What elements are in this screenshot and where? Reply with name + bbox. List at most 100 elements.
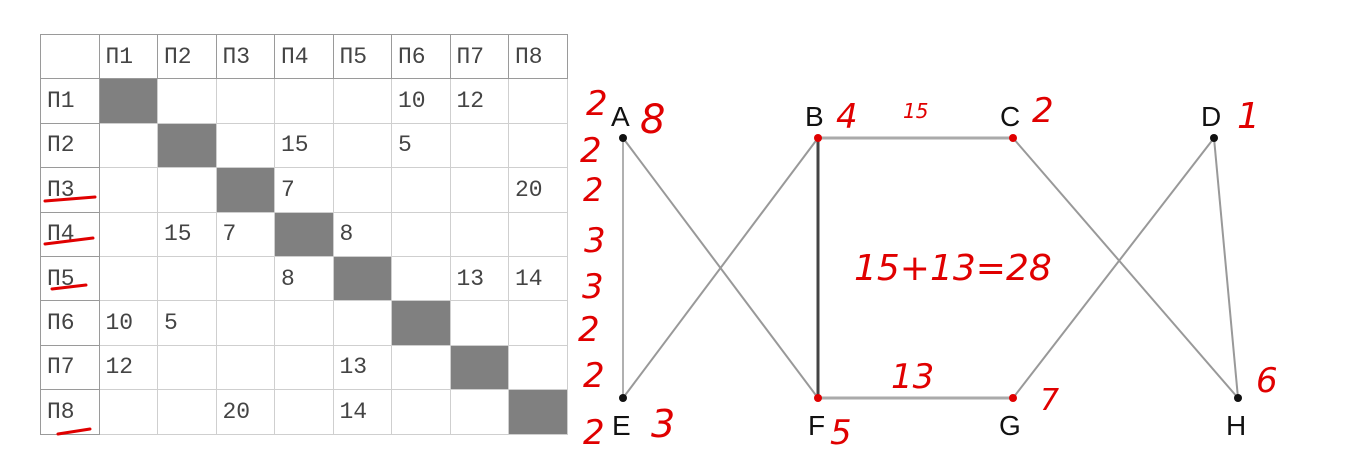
- diagonal-cell: [508, 389, 568, 435]
- distance-cell: [449, 167, 509, 213]
- node-c-label: C: [1000, 101, 1020, 132]
- row-header: П7: [40, 344, 100, 391]
- distance-cell: 13: [449, 255, 509, 302]
- row-annotation-5: 3: [582, 267, 604, 307]
- node-b-dot: [814, 134, 822, 142]
- distance-cell: [98, 211, 158, 257]
- distance-cell: [449, 389, 509, 435]
- edge-label-b-c: 15: [903, 99, 928, 123]
- column-header: П7: [449, 33, 509, 80]
- edge-label-f-g: 13: [891, 357, 934, 397]
- distance-cell: [274, 389, 334, 435]
- node-c-dot: [1009, 134, 1017, 142]
- strike-row-4: [43, 236, 95, 246]
- distance-cell: [98, 122, 158, 169]
- edge-e-b: [622, 137, 819, 399]
- diagonal-cell: [332, 255, 392, 302]
- diagonal-cell: [449, 344, 509, 391]
- row-header: П5: [40, 255, 100, 302]
- edge-g-d: [1012, 137, 1215, 399]
- distance-cell: 15: [157, 211, 217, 257]
- column-header: П8: [508, 33, 568, 80]
- distance-cell: [449, 211, 509, 257]
- distance-cell: [215, 255, 275, 302]
- table-row: П8 20 14: [40, 389, 568, 435]
- distance-cell: [508, 211, 568, 257]
- row-annotation-2: 2: [580, 131, 602, 171]
- distance-cell: 8: [274, 255, 334, 302]
- node-e-annotation: 3: [651, 402, 675, 446]
- edge-c-h: [1012, 137, 1239, 399]
- column-header: П6: [391, 33, 451, 80]
- distance-cell: 20: [508, 167, 568, 213]
- center-note: 15+13=28: [854, 248, 1052, 289]
- row-annotations: 2 2 2 3 3 2 2 2: [578, 84, 608, 453]
- node-g-label: G: [999, 410, 1021, 441]
- distance-cell: [508, 122, 568, 169]
- distance-cell: [449, 122, 509, 169]
- row-annotation-4: 3: [584, 221, 606, 261]
- distance-cell: [508, 300, 568, 346]
- graph-edges: [622, 136, 1239, 400]
- distance-cell: [391, 389, 451, 435]
- distance-cell: [215, 122, 275, 169]
- node-d-label: D: [1201, 101, 1221, 132]
- row-header: П8: [40, 389, 100, 435]
- distance-cell: [508, 344, 568, 391]
- diagonal-cell: [215, 167, 275, 213]
- distance-cell: [332, 78, 392, 124]
- distance-cell: 7: [215, 211, 275, 257]
- distance-cell: 8: [332, 211, 392, 257]
- distance-cell: 5: [157, 300, 217, 346]
- distance-cell: [157, 78, 217, 124]
- distance-cell: [332, 167, 392, 213]
- strike-marks: [43, 195, 97, 436]
- row-annotation-7: 2: [583, 356, 605, 396]
- node-a-label: A: [611, 101, 630, 132]
- node-h-label: H: [1226, 410, 1246, 441]
- node-annotations: 8 4 2 1 3 5 7 6: [640, 91, 1278, 453]
- strike-row-8: [56, 427, 92, 436]
- node-b-annotation: 4: [836, 97, 858, 137]
- diagonal-cell: [98, 78, 158, 124]
- node-f-annotation: 5: [830, 413, 852, 453]
- table-corner-cell: [40, 33, 100, 80]
- strike-row-3: [43, 195, 97, 203]
- node-a-dot: [619, 134, 627, 142]
- row-header: П2: [40, 122, 100, 169]
- distance-cell: 20: [215, 389, 275, 435]
- node-g-annotation: 7: [1040, 383, 1059, 418]
- node-f-dot: [814, 394, 822, 402]
- node-h-dot: [1234, 394, 1242, 402]
- node-e-dot: [619, 394, 627, 402]
- node-d-annotation: 1: [1237, 96, 1260, 137]
- edge-d-h: [1213, 137, 1239, 399]
- row-annotation-6: 2: [578, 310, 600, 350]
- node-d-dot: [1210, 134, 1218, 142]
- distance-cell: 12: [98, 344, 158, 391]
- node-c-annotation: 2: [1032, 91, 1054, 131]
- row-header: П1: [40, 78, 100, 124]
- column-header: П5: [332, 33, 392, 80]
- column-header: П4: [274, 33, 334, 80]
- distance-cell: [98, 167, 158, 213]
- distance-cell: [391, 255, 451, 302]
- distance-cell: [391, 211, 451, 257]
- distance-cell: [332, 122, 392, 169]
- graph-node-labels: A B C D E F G H: [611, 101, 1246, 441]
- node-f-label: F: [808, 410, 825, 441]
- node-g-dot: [1009, 394, 1017, 402]
- node-a-annotation: 8: [640, 97, 665, 143]
- node-b-label: B: [805, 101, 824, 132]
- distance-cell: [157, 167, 217, 213]
- column-header: П3: [215, 33, 275, 80]
- row-annotation-8: 2: [583, 413, 605, 453]
- distance-cell: [508, 78, 568, 124]
- distance-cell: 14: [332, 389, 392, 435]
- distance-cell: 10: [391, 78, 451, 124]
- distance-cell: [332, 300, 392, 346]
